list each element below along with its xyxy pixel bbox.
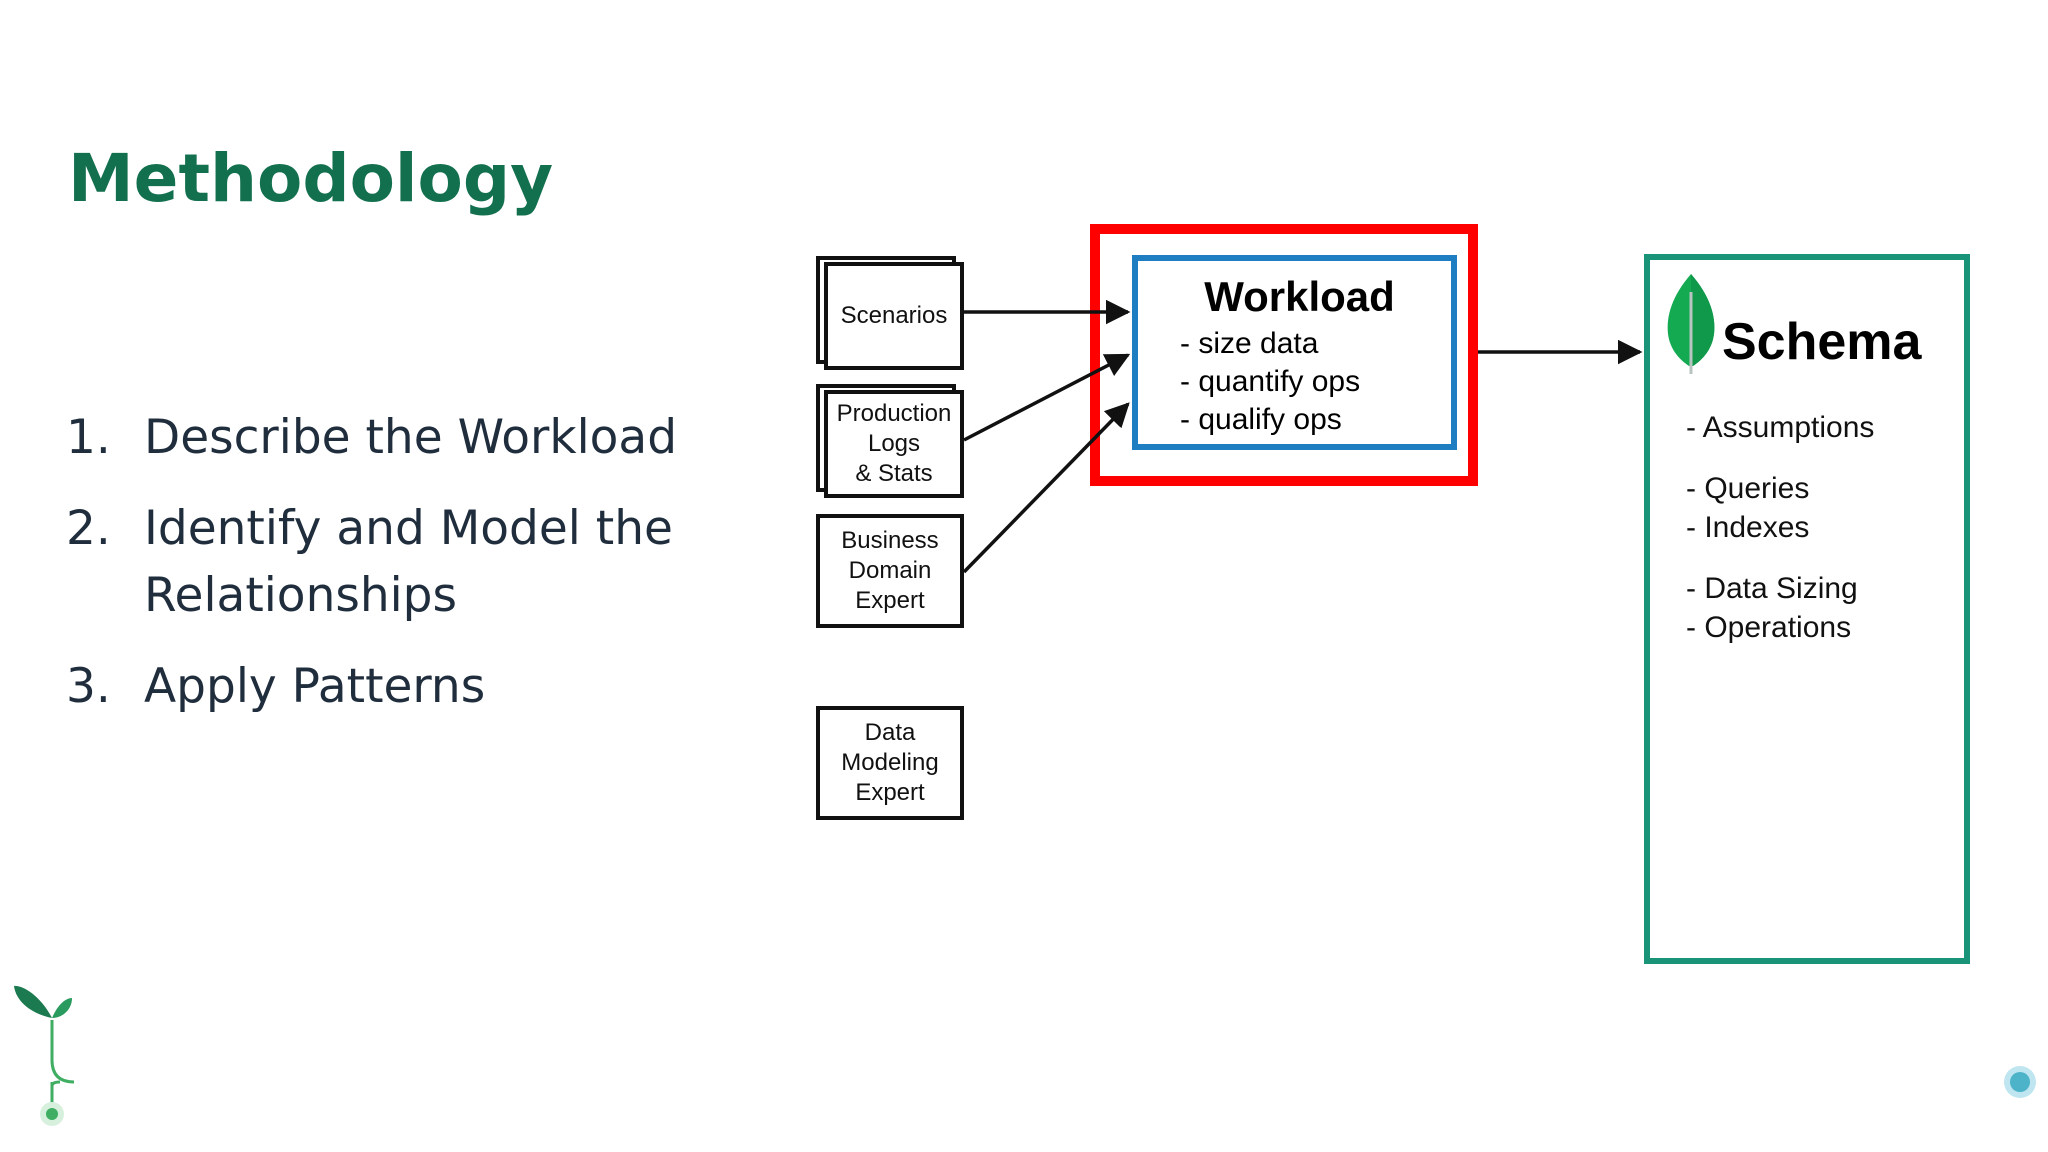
schema-title: Schema: [1722, 313, 1922, 371]
step-number: 3.: [66, 659, 111, 714]
sprout-icon: [14, 985, 72, 1018]
workload-box: Workload - size data - quantify ops - qu…: [1132, 255, 1457, 450]
workload-item: - quantify ops: [1180, 365, 1361, 398]
slide-title: Methodology: [68, 140, 554, 217]
logs-to-workload-arrow: [963, 353, 1131, 442]
mongodb-leaf-icon: [1667, 274, 1715, 374]
step-number: 2.: [66, 501, 111, 556]
production-logs-box: Production Logs & Stats: [824, 390, 964, 498]
workload-highlight-frame: [1090, 224, 1478, 486]
scenarios-label: Scenarios: [840, 302, 948, 329]
expert-to-workload-arrow: [962, 402, 1130, 574]
workload-title: Workload: [1204, 273, 1395, 320]
step-item: 3. Apply Patterns: [66, 653, 684, 720]
step-number: 1.: [66, 410, 111, 465]
workload-item: - size data: [1180, 327, 1319, 360]
scenarios-box: Scenarios: [824, 262, 964, 370]
schema-item: - Queries: [1686, 472, 1810, 505]
business-domain-expert-box: Business Domain Expert: [816, 514, 964, 628]
workload-items: - size data - quantify ops - qualify ops: [1180, 325, 1360, 439]
workload-item: - qualify ops: [1180, 403, 1342, 436]
data-modeling-expert-box: Data Modeling Expert: [816, 706, 964, 820]
step-item: 2. Identify and Model the Relationships: [66, 495, 684, 629]
methodology-steps: 1. Describe the Workload 2. Identify and…: [66, 404, 684, 720]
schema-item: - Data Sizing: [1686, 572, 1858, 605]
step-text: Apply Patterns: [144, 659, 486, 714]
data-modeling-expert-label: Data Modeling Expert: [841, 719, 939, 806]
schema-items: - Assumptions - Queries - Indexes - Data…: [1686, 408, 1874, 647]
production-logs-label: Production Logs & Stats: [836, 400, 952, 487]
step-text: Describe the Workload: [144, 410, 678, 465]
schema-item: - Operations: [1686, 611, 1852, 644]
schema-box: Schema - Assumptions - Queries - Indexes…: [1644, 254, 1970, 964]
business-domain-expert-label: Business Domain Expert: [841, 527, 939, 614]
schema-item: - Assumptions: [1686, 411, 1875, 444]
schema-item: - Indexes: [1686, 511, 1810, 544]
step-text: Identify and Model the Relationships: [144, 501, 673, 623]
step-item: 1. Describe the Workload: [66, 404, 684, 471]
